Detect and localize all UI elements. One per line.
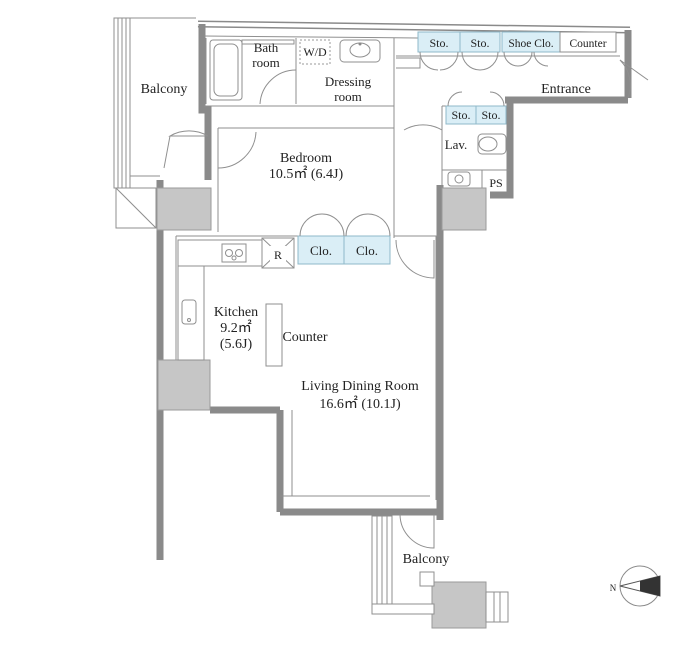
bathroom-door[interactable] — [259, 69, 297, 105]
bedroom-name: Bedroom — [280, 151, 332, 166]
stove — [221, 243, 247, 263]
bathroom-label-line1: Bath — [254, 40, 279, 55]
outer-walls — [156, 20, 632, 560]
living-dining-room: Living Dining Room 16.6㎡ (10.1J) — [280, 236, 437, 500]
storage-4 — [475, 105, 507, 125]
balcony-south: Balcony — [371, 513, 509, 623]
refrigerator-label: R — [274, 248, 282, 262]
entrance-storage: Sto. Sto. Shoe Clo. Counter — [396, 31, 617, 71]
storage-4-label: Sto. — [481, 108, 500, 122]
dressing-label-line2: room — [334, 89, 361, 104]
wd-label: W/D — [303, 45, 327, 59]
kitchen-area: 9.2㎡ — [220, 320, 252, 336]
bedroom: Bedroom 10.5㎡ (6.4J) — [217, 131, 344, 182]
column-southwest — [157, 359, 211, 411]
refrigerator — [261, 237, 295, 269]
toilet — [478, 136, 498, 152]
balcony-west-door[interactable] — [168, 130, 209, 137]
lavatory-sink — [454, 174, 464, 184]
balcony-west-label: Balcony — [141, 82, 188, 97]
kitchen-sink — [181, 299, 197, 325]
bedroom-area: 10.5㎡ (6.4J) — [269, 166, 344, 182]
lavatory-area: Sto. Sto. Lav. PS — [403, 91, 507, 190]
column-south — [431, 581, 487, 629]
closets: Clo. Clo. — [297, 213, 391, 265]
washer-dryer-space — [299, 39, 331, 65]
ldr-door[interactable] — [395, 239, 435, 279]
storage-2 — [459, 31, 501, 53]
compass: N — [610, 565, 661, 607]
column-west — [156, 187, 212, 231]
dressing-area: W/D Dressing room — [299, 39, 381, 104]
ps-label: PS — [489, 176, 502, 190]
shoe-closet-label: Shoe Clo. — [508, 38, 553, 50]
closet-2-label: Clo. — [356, 243, 378, 258]
kitchen-counter-side — [177, 265, 205, 361]
balcony-south-door[interactable] — [399, 513, 435, 549]
entrance-label: Entrance — [541, 82, 591, 97]
bathroom: Bath room — [209, 39, 297, 105]
kitchen-island — [265, 303, 283, 367]
kitchen-area-j: (5.6J) — [220, 337, 253, 352]
dressing-label-line1: Dressing — [325, 74, 372, 89]
entrance-door[interactable] — [619, 59, 631, 99]
closet-1 — [297, 235, 345, 265]
balcony-south-label: Balcony — [403, 552, 450, 567]
kitchen-name: Kitchen — [214, 305, 258, 320]
entrance-counter-label: Counter — [569, 38, 606, 50]
closet-2 — [343, 235, 391, 265]
storage-2-label: Sto. — [470, 36, 489, 50]
column-east — [441, 187, 487, 231]
lavatory-label: Lav. — [445, 137, 468, 152]
balcony-west — [113, 17, 196, 229]
bedroom-door[interactable] — [217, 131, 257, 169]
kitchen-counter-label: Counter — [282, 330, 327, 345]
storage-3-label: Sto. — [451, 108, 470, 122]
ldr-area: 16.6㎡ (10.1J) — [319, 396, 401, 412]
kitchen-counter-top — [177, 239, 263, 267]
entrance-counter — [559, 31, 617, 53]
storage-1-label: Sto. — [429, 36, 448, 50]
ldr-name: Living Dining Room — [301, 379, 419, 394]
closet-1-label: Clo. — [310, 243, 332, 258]
compass-north-label: N — [610, 583, 617, 593]
kitchen: R Kitchen 9.2㎡ (5.6J) Counter — [177, 237, 328, 367]
bathroom-label-line2: room — [252, 55, 279, 70]
